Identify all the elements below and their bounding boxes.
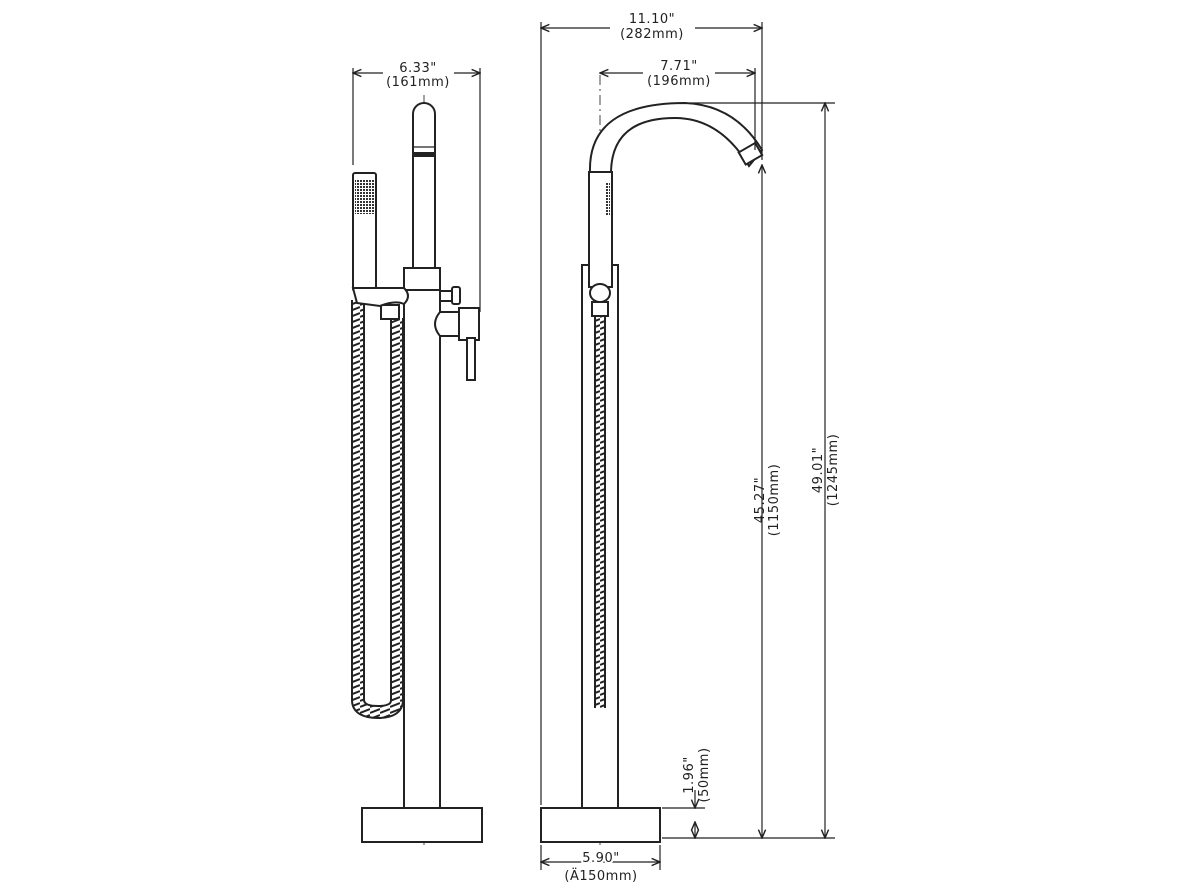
dim-base-diameter-mm: (Ä150mm) bbox=[564, 868, 637, 884]
aerator-ring bbox=[413, 152, 435, 157]
dim-spout-reach-in: 7.71" bbox=[660, 59, 697, 74]
spout-pipe bbox=[412, 102, 436, 269]
valve-body bbox=[434, 311, 460, 337]
lever-hub bbox=[458, 307, 480, 341]
dim-overall-width-mm: (282mm) bbox=[620, 27, 684, 42]
spout-arc bbox=[588, 101, 764, 173]
diverter-knob bbox=[451, 286, 461, 305]
dim-spout-height-in: 45.27" bbox=[753, 477, 768, 523]
diverter-stem bbox=[439, 290, 453, 302]
lever-handle bbox=[466, 337, 476, 381]
shower-holder bbox=[351, 287, 409, 308]
hose-outline bbox=[351, 300, 404, 720]
side-view bbox=[351, 95, 483, 845]
hose bbox=[353, 300, 402, 718]
dim-spout-reach-mm: (196mm) bbox=[647, 74, 711, 89]
base-plate bbox=[361, 807, 483, 843]
hose-nut bbox=[591, 301, 609, 317]
dim-spout-height-mm: (1150mm) bbox=[767, 464, 782, 537]
column bbox=[403, 267, 441, 809]
dim-overall-width-in: 11.10" bbox=[629, 12, 675, 27]
hose-nut bbox=[380, 304, 400, 320]
dimensions: 6.33" (161mm) 11.10" (282mm) 7.71" (196m… bbox=[353, 12, 841, 884]
shower-spray-face bbox=[605, 182, 610, 216]
dim-total-height-mm: (1245mm) bbox=[826, 434, 841, 507]
dim-side-width-mm: (161mm) bbox=[386, 75, 450, 90]
dim-base-height-in: 1.96" bbox=[682, 756, 697, 793]
shower-holder bbox=[589, 283, 611, 303]
front-view bbox=[540, 75, 764, 845]
dim-total-height-in: 49.01" bbox=[811, 447, 826, 493]
shower-spray-face bbox=[355, 180, 374, 214]
base-plate bbox=[540, 807, 661, 843]
dim-side-width-in: 6.33" bbox=[399, 61, 436, 76]
spout-outlet bbox=[737, 141, 764, 166]
dim-base-diameter-in: 5.90" bbox=[582, 851, 619, 866]
dim-base-height-mm: (50mm) bbox=[697, 747, 712, 802]
